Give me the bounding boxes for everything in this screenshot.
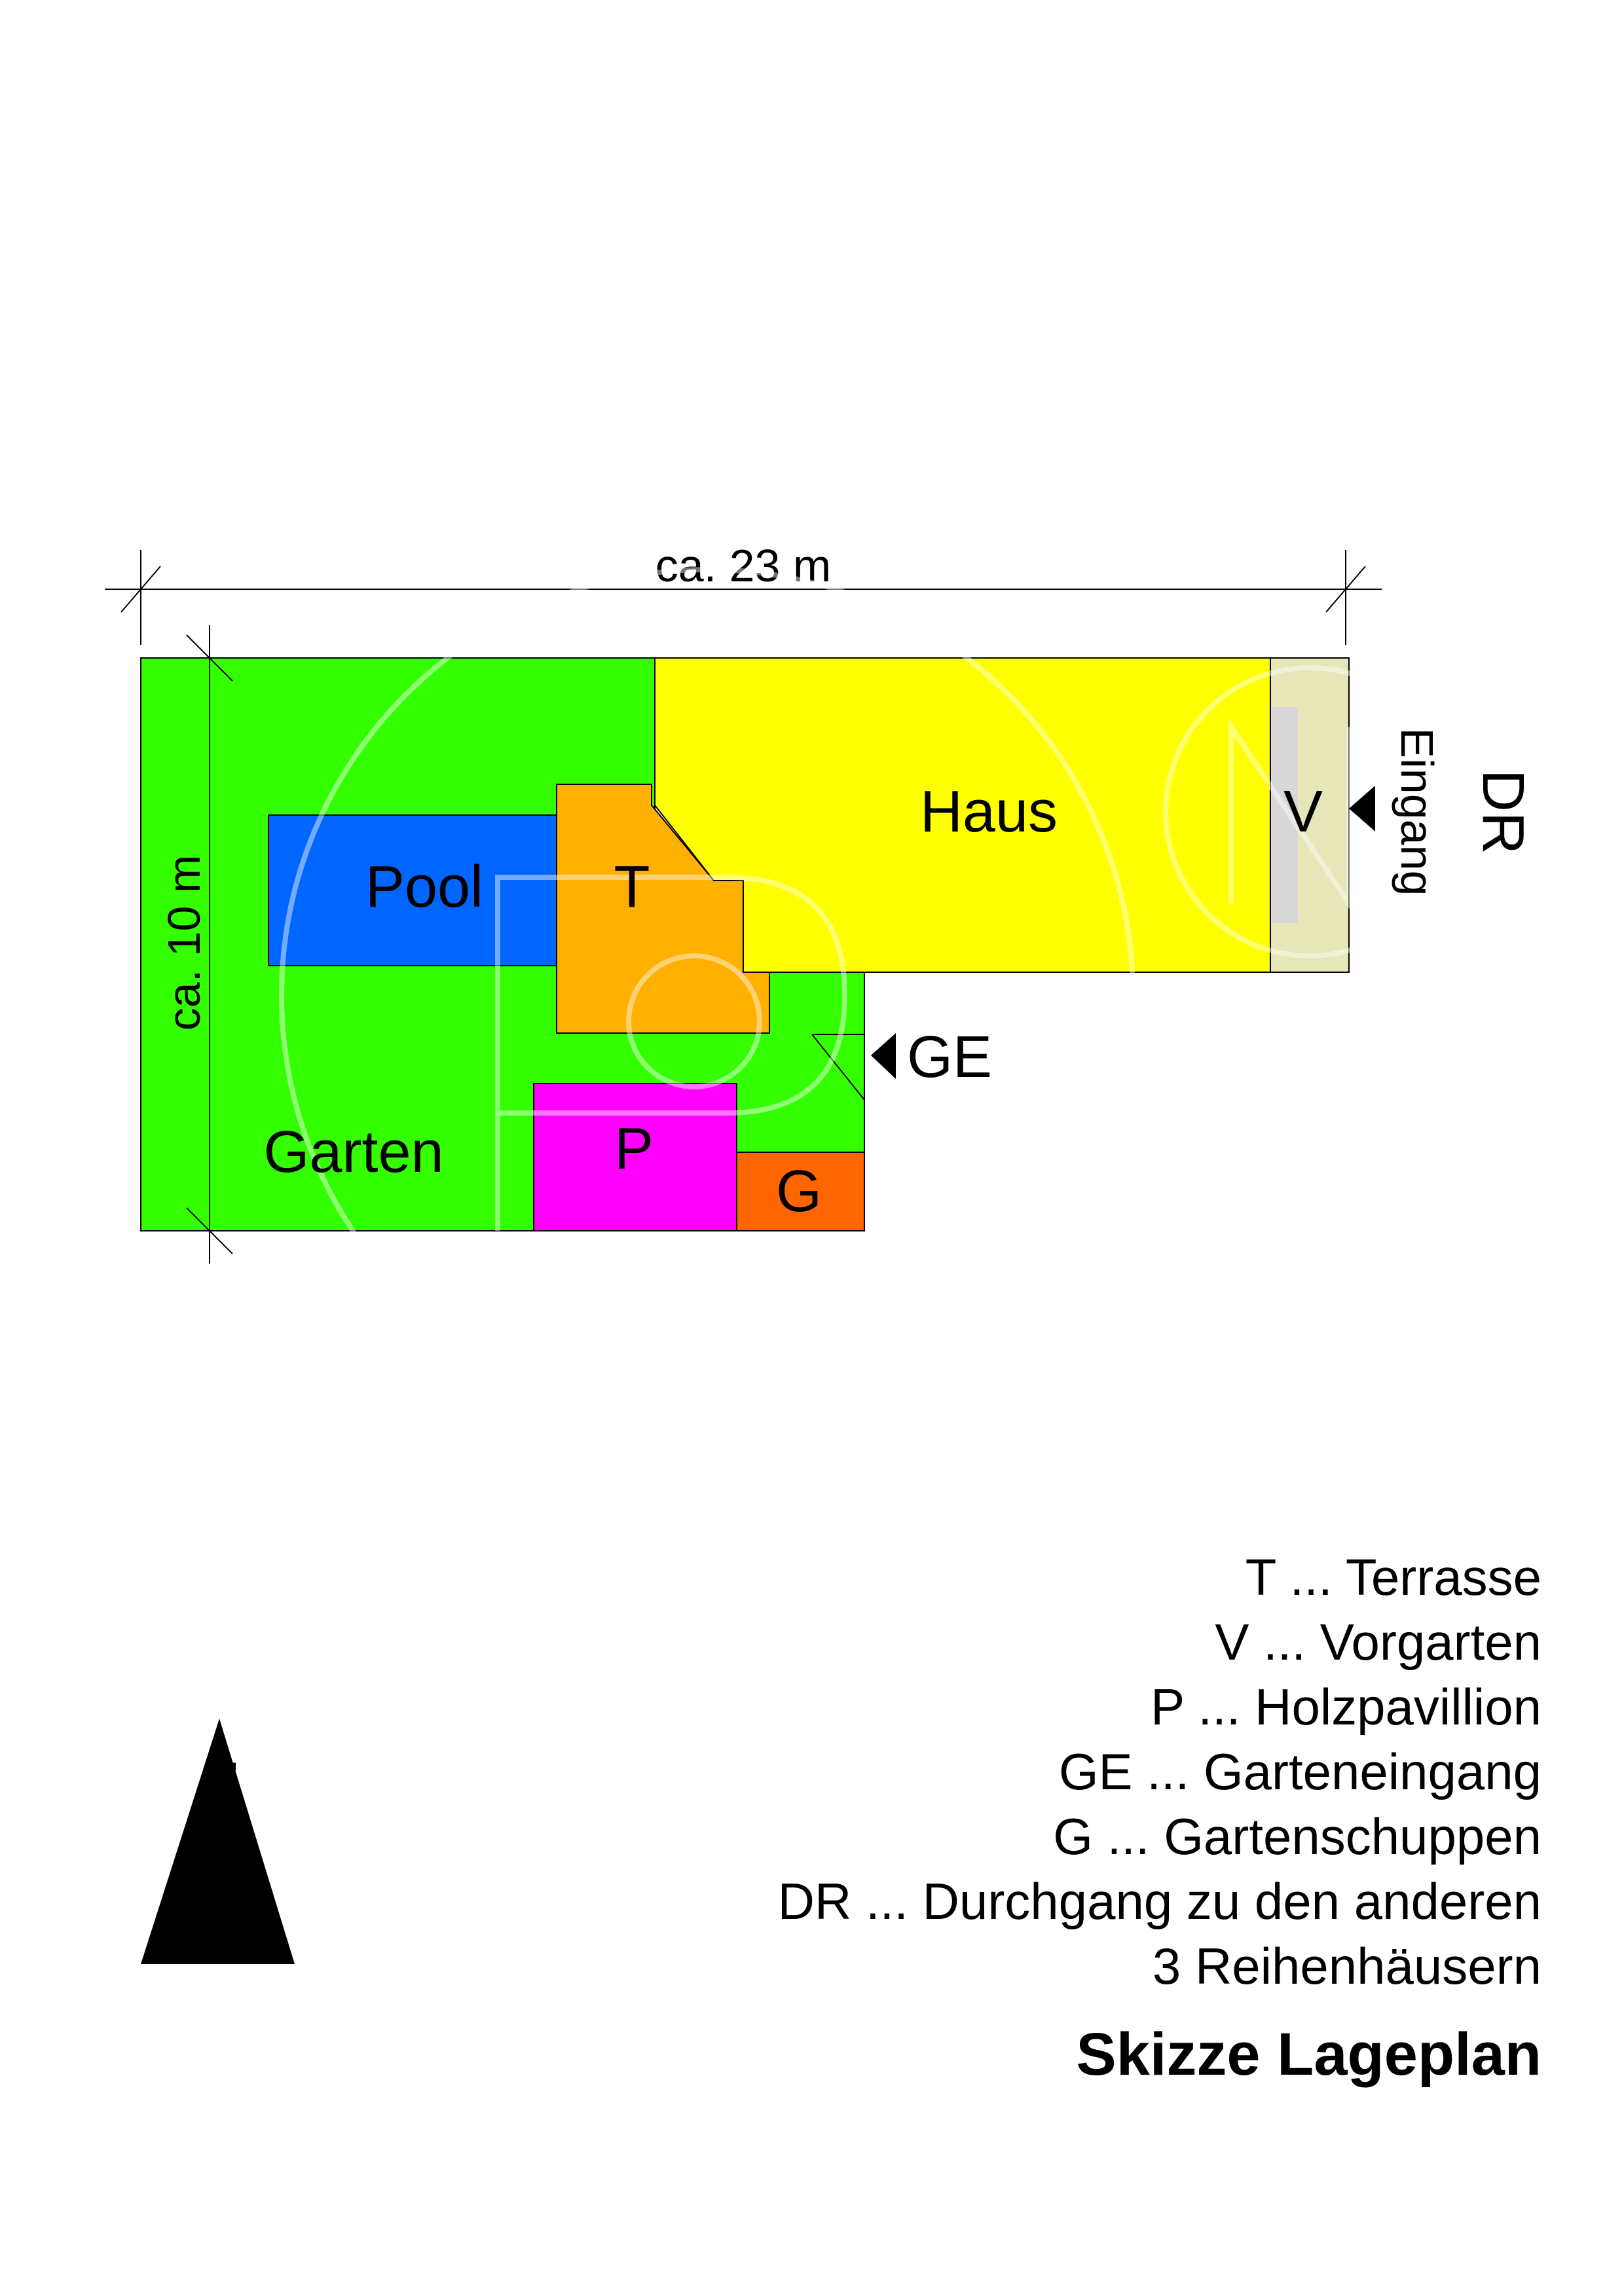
- legend-item: DR ... Durchgang zu den anderen: [777, 1872, 1541, 1930]
- pool-label: Pool: [365, 854, 483, 920]
- entrance-label: Eingang: [1392, 728, 1443, 896]
- garden-entrance-arrow-icon: [871, 1033, 896, 1079]
- legend-item: V ... Vorgarten: [1215, 1613, 1541, 1671]
- shed-area: [736, 1152, 865, 1231]
- north-arrow-icon: [141, 1719, 295, 1964]
- legend-item: GE ... Garteneingang: [1058, 1743, 1541, 1800]
- width-dimension-label: ca. 23 m: [655, 540, 831, 591]
- legend-item: P ... Holzpavillion: [1151, 1678, 1541, 1736]
- legend: T ... Terrasse V ... Vorgarten P ... Hol…: [559, 1545, 1541, 2090]
- entrance-arrow-icon: [1349, 786, 1375, 831]
- front-garden-path: [1272, 707, 1298, 923]
- house-label: Haus: [920, 779, 1058, 845]
- shed-label: G: [776, 1159, 822, 1224]
- garden-entrance-label: GE: [907, 1025, 992, 1090]
- pool-area: [268, 814, 557, 966]
- passage-label: DR: [1470, 769, 1536, 854]
- terrace-label: T: [614, 854, 650, 920]
- north-label: Norden: [183, 1759, 248, 1961]
- terrace-area: [556, 784, 770, 1034]
- legend-item: G ... Gartenschuppen: [1053, 1808, 1541, 1865]
- pavilion-label: P: [614, 1116, 654, 1182]
- height-dimension: [186, 625, 233, 1264]
- legend-item: 3 Reihenhäusern: [1152, 1937, 1541, 1995]
- width-dimension: [105, 550, 1382, 645]
- garden-gate-symbol: [811, 1034, 865, 1101]
- garden-label: Garten: [263, 1120, 443, 1185]
- front-garden-label: V: [1283, 779, 1323, 845]
- legend-item: T ... Terrasse: [1245, 1548, 1541, 1606]
- plan-title: Skizze Lageplan: [1076, 2021, 1541, 2088]
- watermark-logo: [279, 567, 1456, 1423]
- height-dimension-label: ca. 10 m: [158, 855, 210, 1030]
